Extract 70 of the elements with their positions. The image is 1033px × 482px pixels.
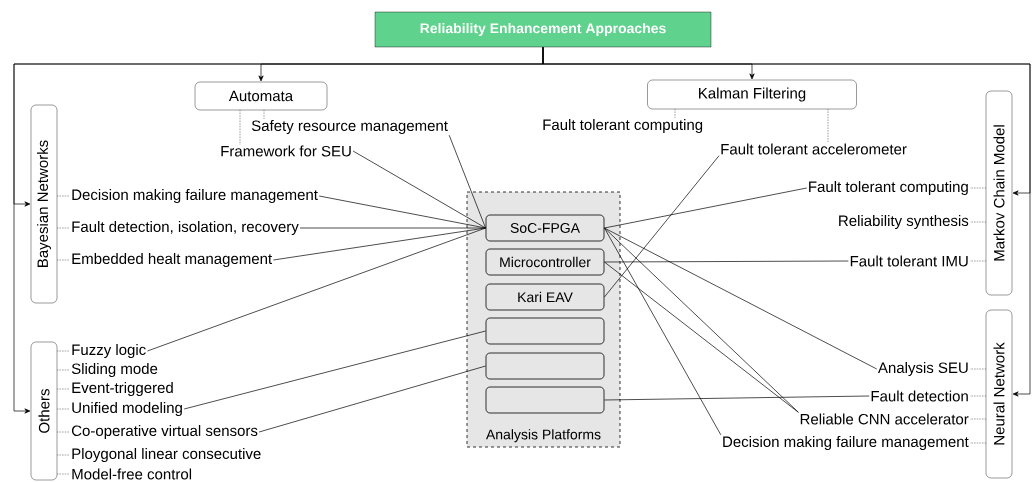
connector-line [183, 330, 486, 410]
category-box: Automata [194, 81, 328, 111]
connector-line [147, 227, 486, 352]
dotted-connector [969, 442, 987, 444]
dotted-connector [56, 350, 71, 352]
dotted-connector [263, 109, 265, 120]
connector-line [352, 150, 486, 229]
approach-label: Fault detection [871, 390, 968, 402]
approach-label: Framework for SEU [221, 145, 351, 157]
dotted-connector [827, 108, 829, 143]
approach-label: Sliding mode [71, 363, 158, 377]
platform-box: Microcontroller [485, 248, 605, 276]
dotted-connector [56, 227, 71, 229]
connector-line [273, 227, 486, 261]
approach-label: Fault tolerant computing [809, 181, 968, 195]
connector-line [604, 260, 849, 263]
approach-label: Ploygonal linear consecutive [72, 448, 261, 462]
approach-label: Safety resource management [251, 120, 448, 134]
category-box: Bayesian Networks [30, 104, 58, 304]
approach-label: Co-operative virtual sensors [71, 425, 258, 439]
approach-label: Unified modeling [72, 402, 182, 416]
approach-label: Decision making failure management [72, 189, 318, 203]
dotted-connector [56, 195, 71, 197]
category-box: Kalman Filtering [647, 79, 857, 110]
dotted-connector [969, 221, 987, 223]
dotted-connector [969, 418, 987, 420]
platform-box [485, 386, 605, 414]
approach-label: Event-triggered [72, 382, 173, 396]
dotted-connector [969, 260, 987, 262]
approach-label: Fault tolerant accelerometer [721, 143, 907, 155]
platform-box: Kari EAV [485, 283, 605, 311]
approach-label: Fuzzy logic [72, 344, 146, 358]
dotted-connector [56, 388, 71, 390]
connector-line [604, 227, 722, 436]
platform-box [485, 317, 605, 345]
dotted-connector [56, 408, 71, 410]
connector-line [604, 261, 799, 413]
approach-label: Analysis SEU [878, 362, 968, 376]
dotted-connector [56, 473, 71, 475]
connector-line [604, 187, 808, 229]
dotted-connector [239, 109, 241, 145]
connector-line [604, 155, 720, 298]
connector-line [299, 227, 486, 229]
approach-label: Embedded healt management [72, 253, 272, 267]
approach-label: Model-free control [72, 468, 192, 480]
approach-label: Fault tolerant computing [543, 119, 703, 133]
dotted-connector [56, 259, 71, 261]
category-box: Neural Network [985, 309, 1013, 479]
connector-line [258, 365, 486, 433]
dotted-connector [969, 368, 987, 370]
platform-box: SoC-FPGA [485, 214, 605, 242]
platform-box [485, 352, 605, 380]
dotted-connector [969, 187, 987, 189]
category-box: Markov Chain Model [985, 90, 1013, 296]
approach-label: Reliable CNN accelerator [800, 413, 969, 425]
connector-line [604, 395, 870, 401]
dotted-connector [56, 369, 71, 371]
connector-line [604, 227, 878, 370]
approach-label: Fault tolerant IMU [850, 255, 968, 267]
dotted-connector [674, 108, 676, 119]
dotted-connector [56, 431, 71, 433]
approach-label: Reliability synthesis [839, 215, 969, 229]
approach-label: Decision making failure management [723, 436, 969, 450]
title-box: Reliability Enhancement Approaches [374, 11, 712, 48]
dotted-connector [969, 395, 987, 397]
approach-label: Fault detection, isolation, recovery [72, 221, 299, 235]
arrow [542, 46, 1031, 397]
category-box: Others [30, 341, 58, 481]
dotted-connector [56, 454, 71, 456]
connector-line [448, 134, 486, 229]
